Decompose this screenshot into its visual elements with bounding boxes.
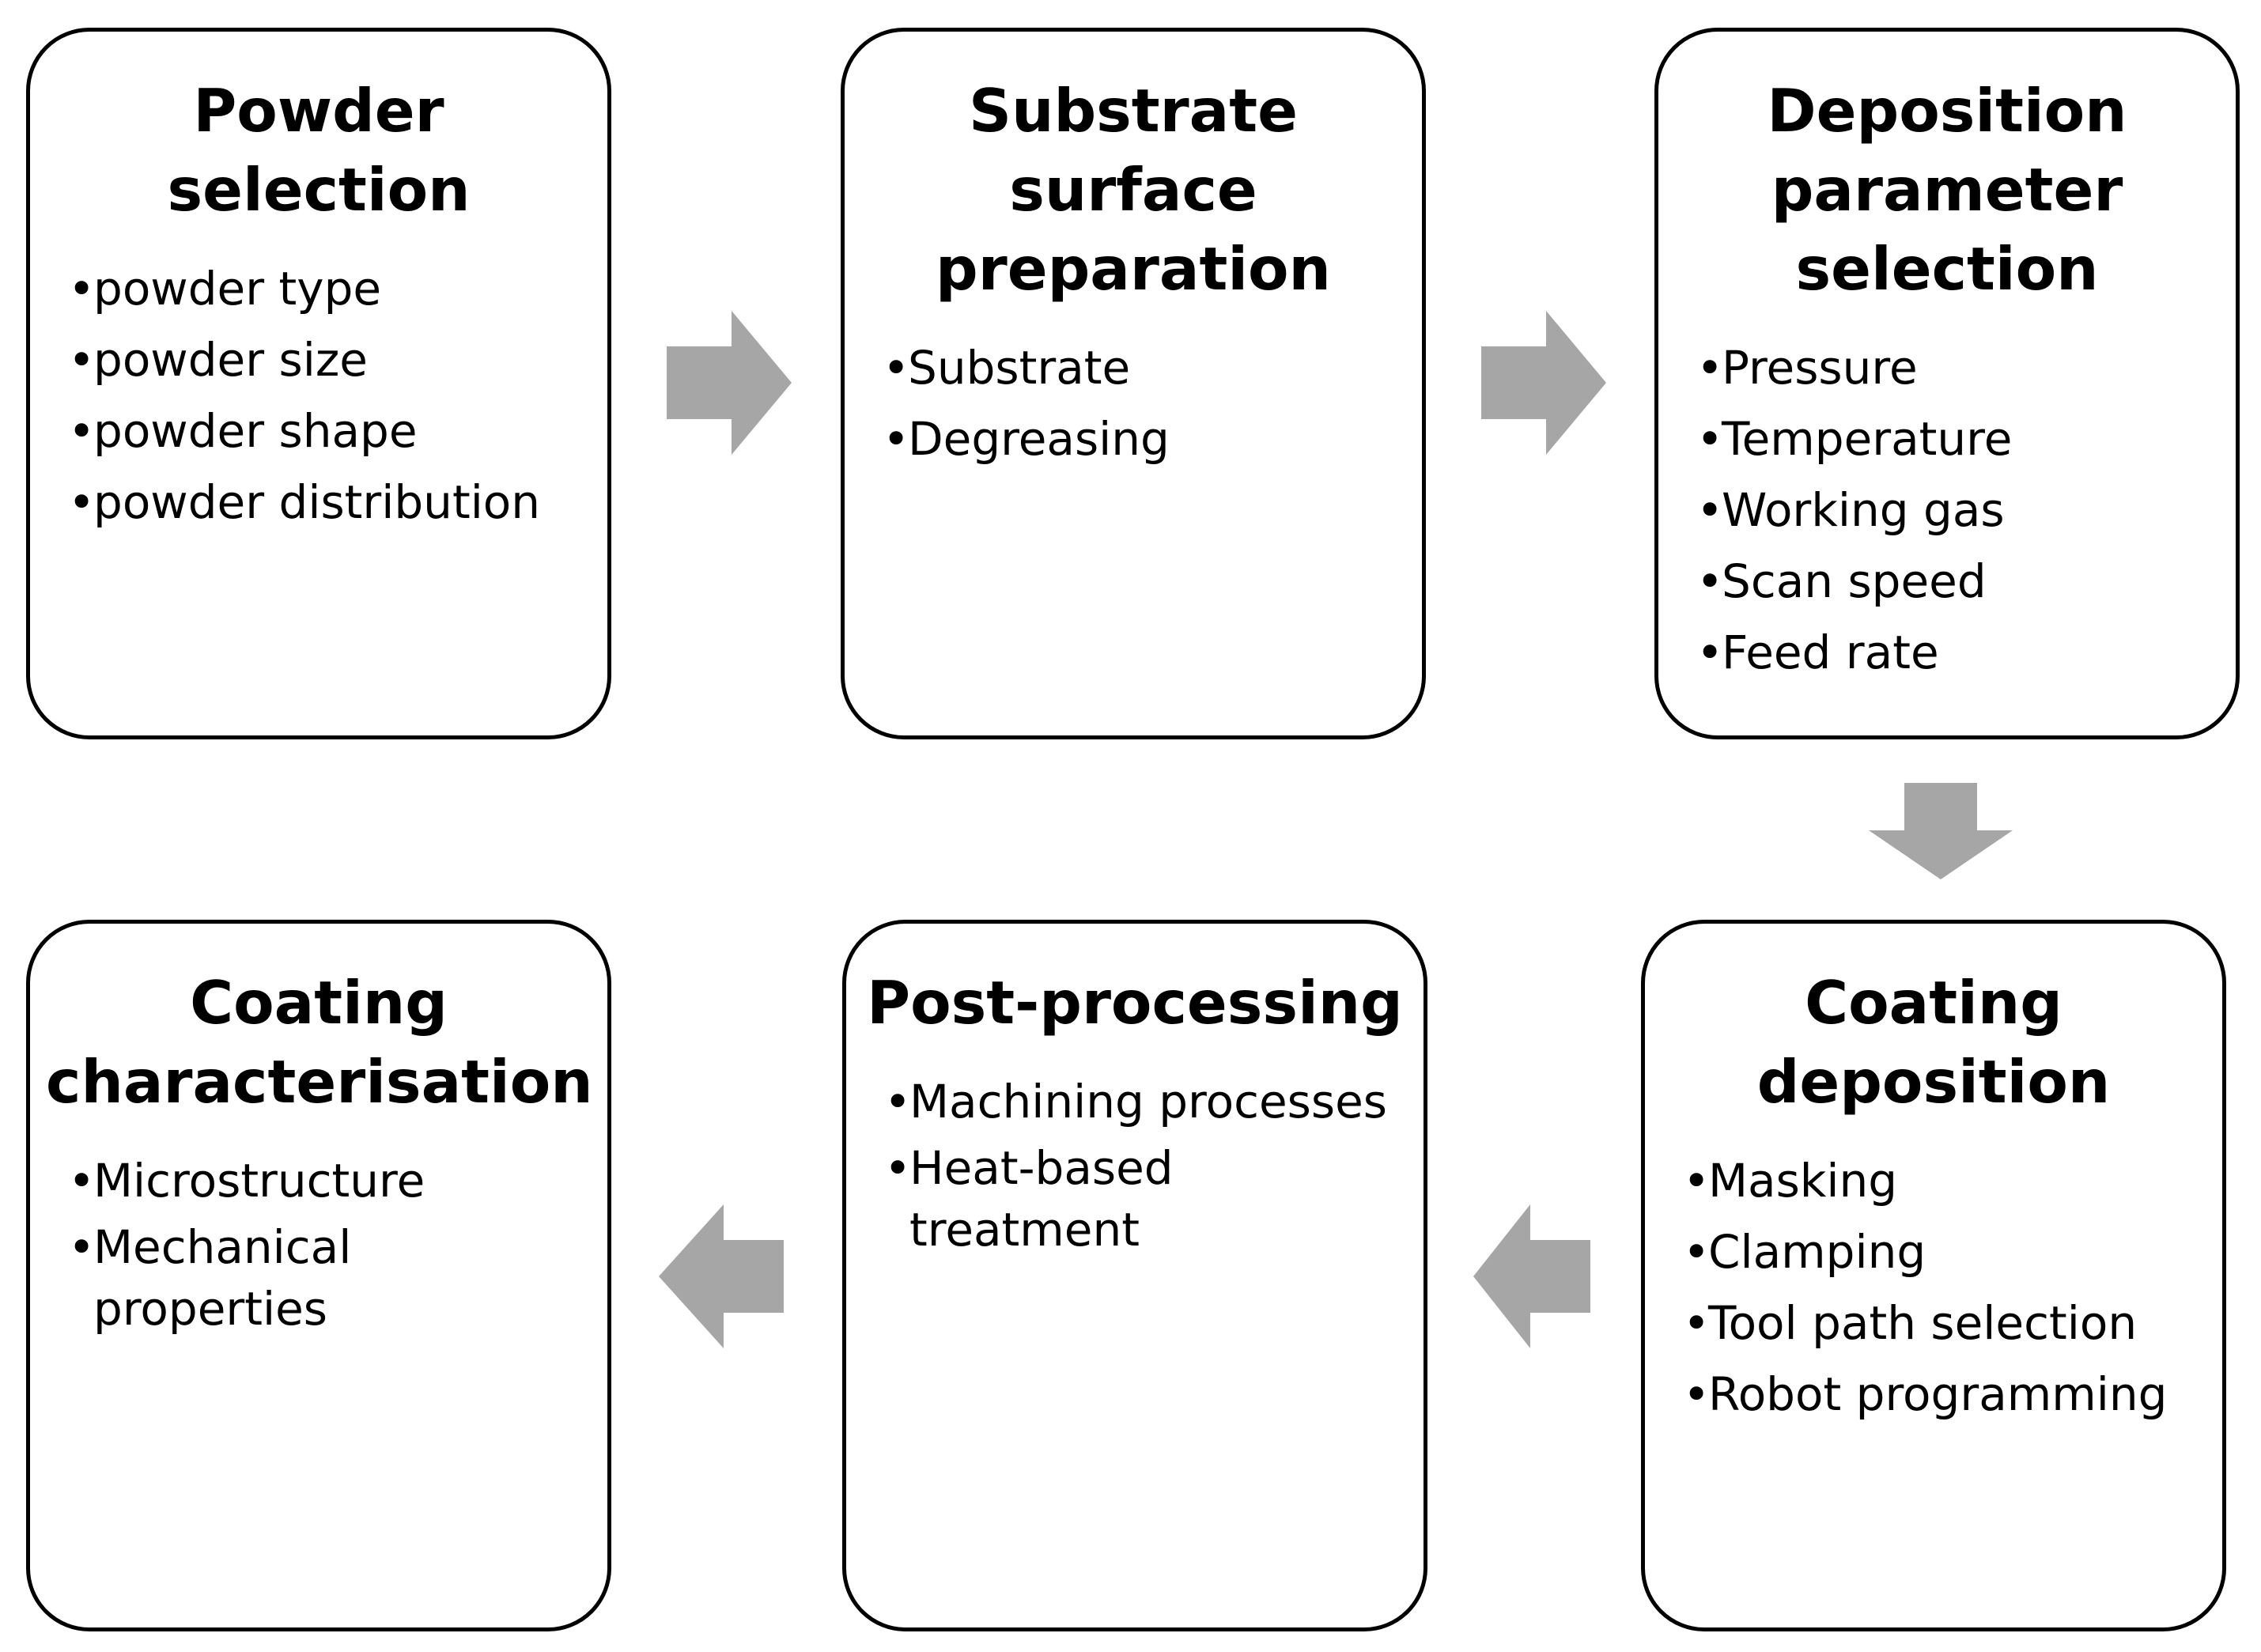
step-items: Pressure Temperature Working gas Scan sp…: [1696, 332, 2220, 688]
list-item: Robot programming: [1683, 1359, 2206, 1430]
step-items: Machining processes Heat-based treatment: [884, 1066, 1387, 1270]
step-box-substrate-surface-preparation: Substrate surface preparation Substrate …: [841, 28, 1426, 739]
arrow-right-icon: [1481, 311, 1606, 455]
list-item: Substrate: [883, 332, 1406, 403]
list-item: Mechanical properties: [68, 1216, 378, 1340]
title-line: Coating: [1805, 968, 2063, 1038]
step-box-powder-selection: Powder selection powder type powder size…: [26, 28, 611, 739]
step-title: Coating deposition: [1661, 963, 2206, 1121]
list-item: Pressure: [1696, 332, 2220, 403]
step-title: Deposition parameter selection: [1674, 71, 2220, 308]
list-item: powder distribution: [68, 467, 592, 538]
list-item: Microstructure: [68, 1145, 592, 1216]
step-items: powder type powder size powder shape pow…: [68, 253, 592, 538]
title-line: Coating: [190, 968, 448, 1038]
step-items: Microstructure Mechanical properties: [68, 1145, 592, 1349]
arrow-right-icon: [667, 311, 792, 455]
title-line: selection: [1795, 234, 2099, 304]
title-line: Deposition: [1767, 76, 2127, 146]
step-box-deposition-parameter-selection: Deposition parameter selection Pressure …: [1654, 28, 2240, 739]
title-line: surface: [1009, 155, 1257, 225]
arrow-left-icon: [659, 1204, 784, 1348]
title-line: deposition: [1756, 1047, 2111, 1117]
list-item: Clamping: [1683, 1216, 2206, 1287]
list-item: powder type: [68, 253, 592, 324]
step-title: Coating characterisation: [46, 963, 593, 1121]
list-item: Masking: [1683, 1145, 2206, 1216]
list-item: Feed rate: [1696, 617, 2220, 688]
list-item: powder size: [68, 324, 592, 395]
step-title: Substrate surface preparation: [860, 71, 1406, 308]
step-box-post-processing: Post-processing Machining processes Heat…: [842, 920, 1427, 1631]
title-line: characterisation: [46, 1047, 593, 1117]
step-title: Powder selection: [46, 71, 592, 229]
title-line: Post-processing: [867, 968, 1403, 1038]
step-box-coating-deposition: Coating deposition Masking Clamping Tool…: [1641, 920, 2226, 1631]
step-title: Post-processing: [862, 963, 1408, 1042]
list-item: Tool path selection: [1683, 1287, 2206, 1359]
arrow-down-icon: [1869, 783, 2013, 879]
list-item: powder shape: [68, 395, 592, 467]
title-line: preparation: [936, 234, 1331, 304]
title-line: Powder: [193, 76, 444, 146]
title-line: Substrate: [969, 76, 1298, 146]
list-item: Working gas: [1696, 474, 2220, 546]
arrow-left-icon: [1473, 1204, 1590, 1348]
list-item: Temperature: [1696, 403, 2220, 474]
title-line: parameter: [1771, 155, 2123, 225]
list-item: Degreasing: [883, 403, 1406, 474]
list-item: Scan speed: [1696, 546, 2220, 617]
step-items: Masking Clamping Tool path selection Rob…: [1683, 1145, 2206, 1430]
list-item: Heat-based treatment: [884, 1137, 1194, 1261]
list-item: Machining processes: [884, 1066, 1387, 1137]
step-items: Substrate Degreasing: [883, 332, 1406, 474]
step-box-coating-characterisation: Coating characterisation Microstructure …: [26, 920, 611, 1631]
title-line: selection: [167, 155, 471, 225]
